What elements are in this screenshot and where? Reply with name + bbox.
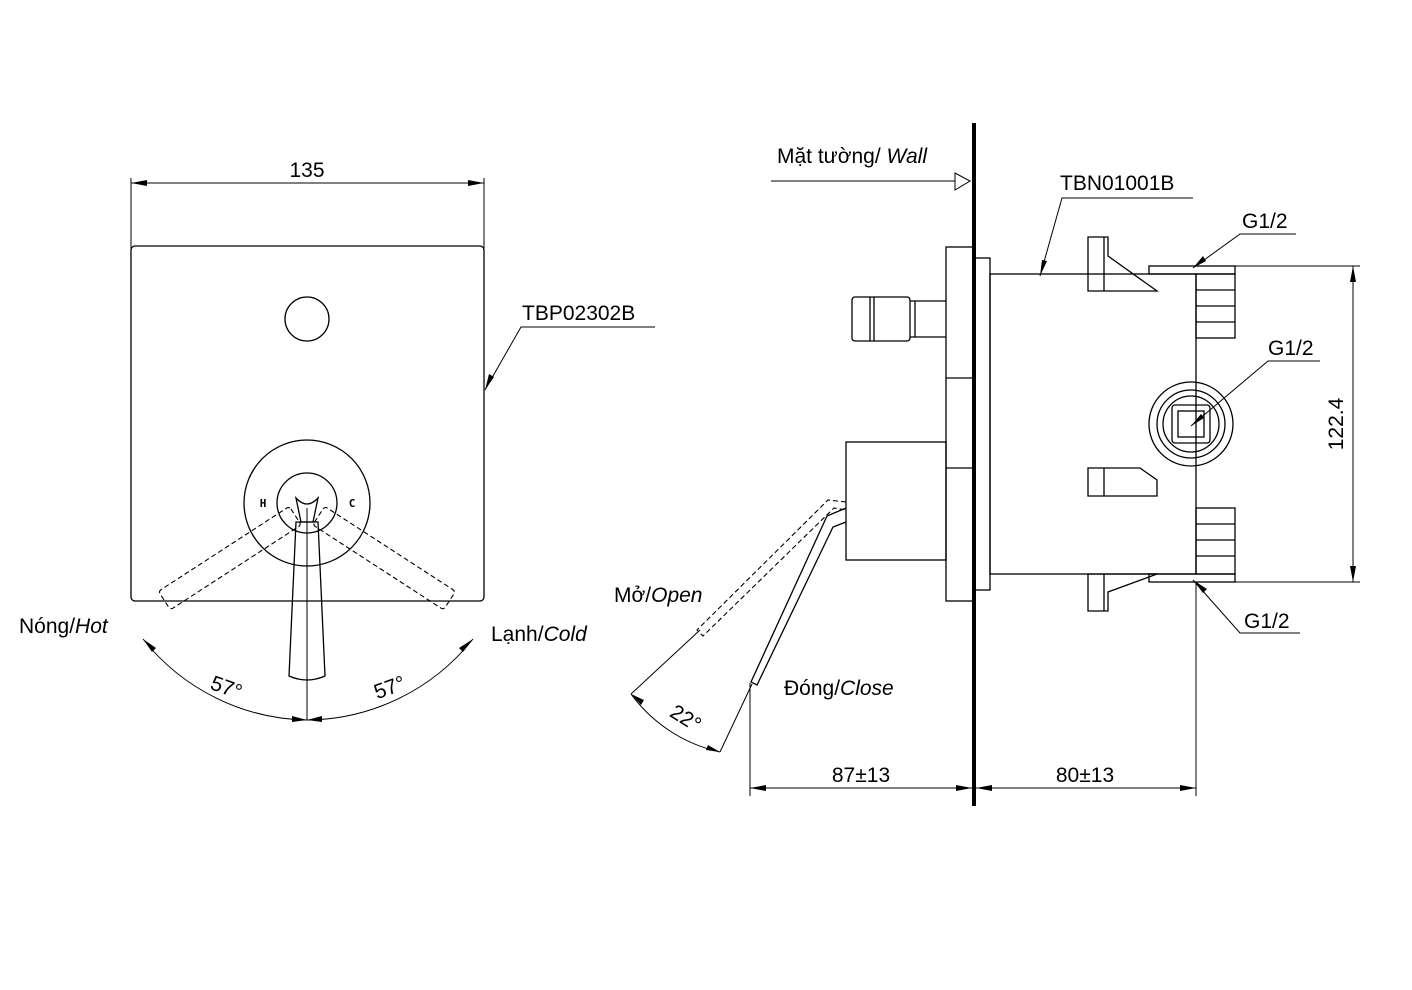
diverter-knob — [284, 296, 330, 342]
cold-position-ghost — [313, 506, 455, 610]
open-angle: 22° — [666, 700, 705, 736]
inlet-middle-thread: G1/2 — [1268, 337, 1314, 360]
front-depth-dimension: 87±13 — [832, 764, 890, 787]
valve-body-code: TBN01001B — [1060, 172, 1174, 195]
open-label: Mở/Open — [614, 584, 702, 607]
inlet-bottom-thread: G1/2 — [1244, 610, 1290, 633]
lever-closed — [750, 507, 847, 686]
cover-plate-code: TBP02302B — [522, 302, 635, 325]
hot-marker: H — [260, 497, 267, 510]
hot-label: Nóng/Hot — [19, 615, 109, 638]
height-dimension: 122.4 — [1325, 397, 1348, 450]
rear-depth-dimension: 80±13 — [1056, 764, 1114, 787]
side-view: Mặt tường/ Wall 22° Mở/Open Đóng/Close — [614, 123, 1360, 806]
cover-plate-side — [945, 246, 975, 602]
width-dimension: 135 — [289, 159, 324, 182]
close-label: Đóng/Close — [784, 677, 894, 700]
valve-body — [989, 273, 1197, 575]
front-view: 135 TBP02302B H C 57° 57° — [19, 159, 655, 722]
cold-label: Lạnh/Cold — [491, 623, 588, 646]
handle-hub-side — [845, 441, 947, 561]
lever-open-ghost — [696, 499, 847, 637]
hot-angle: 57° — [207, 672, 245, 704]
hot-position-ghost — [159, 506, 301, 610]
cold-marker: C — [349, 497, 356, 510]
inlet-top-thread: G1/2 — [1242, 210, 1288, 233]
cold-angle: 57° — [371, 672, 409, 704]
middle-inlet-port — [1148, 381, 1234, 467]
lever-handle — [288, 521, 326, 681]
wall-label: Mặt tường/ Wall — [777, 145, 928, 168]
